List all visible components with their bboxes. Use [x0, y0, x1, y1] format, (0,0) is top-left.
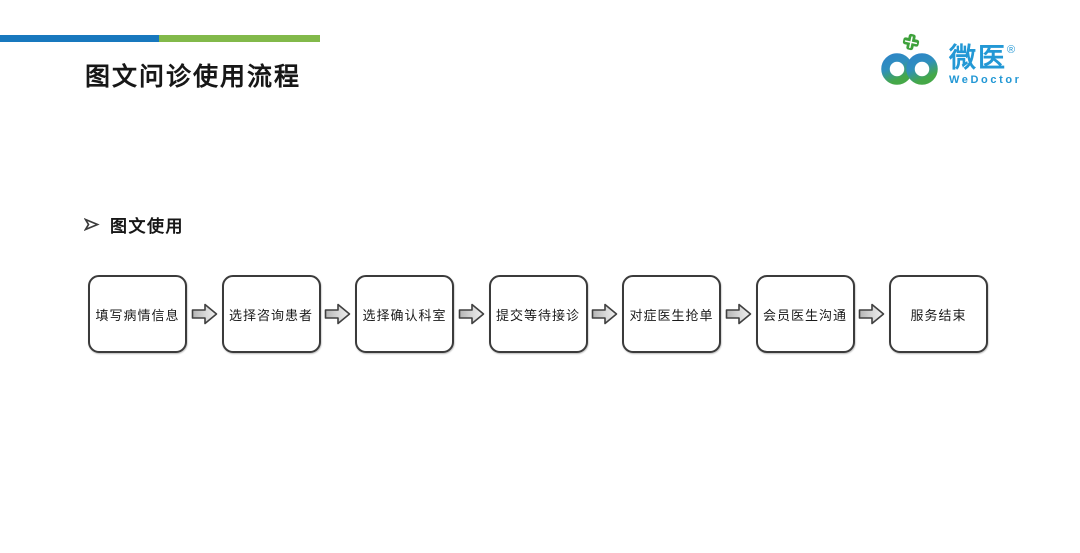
flow-step-box: 会员医生沟通: [755, 275, 855, 353]
block-arrow-right-icon: [721, 302, 756, 326]
wedoctor-infinity-hearts-icon: [881, 33, 938, 85]
flow-step-label: 对症医生抢单: [629, 307, 714, 323]
flow-step-box: 填写病情信息: [88, 275, 187, 353]
arrowhead-right-icon: [84, 217, 100, 232]
logo-name-cn: 微医®: [949, 43, 1016, 73]
flow-step-label: 选择咨询患者: [228, 307, 313, 323]
header-accent-bar: [0, 35, 320, 42]
flow-step-box: 对症医生抢单: [622, 275, 721, 353]
accent-bar-blue-segment: [0, 35, 159, 42]
block-arrow-right-icon: [321, 302, 356, 326]
block-arrow-right-icon: [855, 302, 890, 326]
flow-diagram: 填写病情信息 选择咨询患者 选择确认科室 提交等待接诊 对症医生抢单 会员医生沟通 服务结束: [88, 275, 988, 353]
logo-name-en: WeDoctor: [949, 74, 1022, 86]
flow-step-box: 提交等待接诊: [488, 275, 588, 353]
block-arrow-right-icon: [588, 302, 623, 326]
flow-step-label: 服务结束: [910, 307, 967, 323]
section-heading: 图文使用: [84, 212, 184, 237]
accent-bar-green-segment: [159, 35, 320, 42]
flow-step-label: 填写病情信息: [95, 307, 180, 323]
flow-step-label: 提交等待接诊: [495, 307, 580, 323]
flow-step-label: 会员医生沟通: [762, 307, 847, 323]
flow-step-box: 服务结束: [889, 275, 988, 353]
page-title: 图文问诊使用流程: [85, 63, 302, 91]
registered-mark: ®: [1007, 44, 1016, 56]
logo-text: 微医® WeDoctor: [949, 36, 1022, 86]
section-label: 图文使用: [110, 217, 184, 236]
block-arrow-right-icon: [454, 302, 489, 326]
flow-step-label: 选择确认科室: [362, 307, 447, 323]
flow-step-box: 选择咨询患者: [221, 275, 321, 353]
flow-step-box: 选择确认科室: [355, 275, 454, 353]
block-arrow-right-icon: [187, 302, 222, 326]
wedoctor-logo: 微医® WeDoctor: [880, 32, 1022, 90]
medical-cross-icon: [902, 33, 920, 51]
